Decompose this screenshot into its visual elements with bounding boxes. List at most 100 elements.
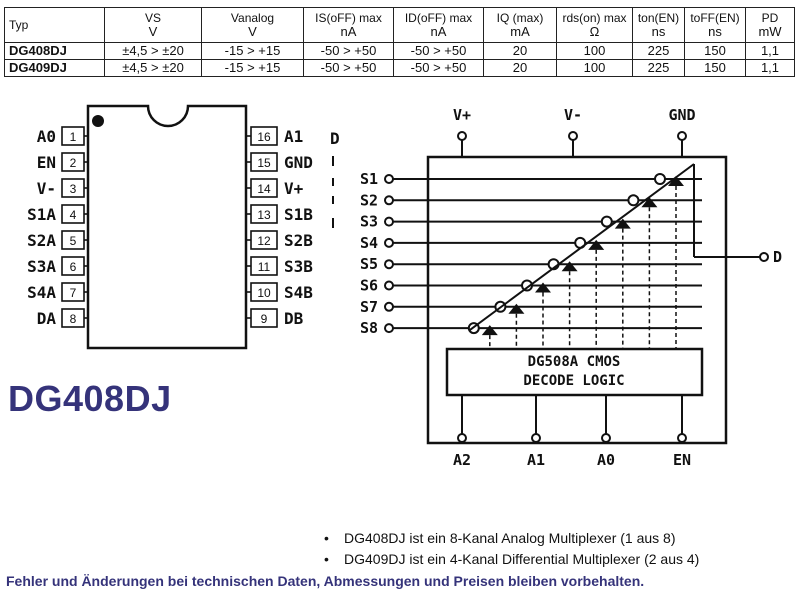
column-header-unit: Ω bbox=[589, 24, 600, 39]
table-cell: -15 > +15 bbox=[201, 59, 304, 77]
top-pin-terminal bbox=[677, 131, 687, 141]
pin-number: 12 bbox=[257, 234, 271, 248]
pin-box bbox=[250, 204, 278, 224]
pin-label: A0 bbox=[37, 127, 56, 146]
pin-number: 2 bbox=[70, 156, 77, 170]
switch-control-triangle bbox=[481, 325, 498, 336]
table-cell: 225 bbox=[632, 42, 685, 60]
table-row: DG409DJ±4,5 > ±20-15 > +15-50 > +50-50 >… bbox=[4, 59, 795, 77]
table-cell: ±4,5 > ±20 bbox=[104, 59, 202, 77]
output-label: D bbox=[773, 248, 782, 266]
pin-label: S3B bbox=[284, 257, 313, 276]
table-cell: 1,1 bbox=[745, 42, 795, 60]
pin-label: DB bbox=[284, 309, 304, 328]
pin-label: DA bbox=[37, 309, 57, 328]
top-pin-label: V+ bbox=[453, 106, 471, 124]
table-cell: 20 bbox=[483, 59, 557, 77]
column-header: Typ bbox=[4, 7, 105, 43]
pin-label: S2A bbox=[27, 231, 56, 250]
column-header-name: toFF(EN) bbox=[690, 11, 740, 25]
column-header: ton(EN)ns bbox=[632, 7, 685, 43]
input-terminal bbox=[384, 280, 394, 291]
pin-label: S2B bbox=[284, 231, 313, 250]
column-header-name: ID(oFF) max bbox=[404, 11, 473, 25]
bottom-pin-terminal bbox=[531, 433, 541, 443]
switch-control-triangle bbox=[561, 261, 578, 272]
decoder-line-1: DG508A CMOS bbox=[528, 354, 621, 370]
table-cell: 100 bbox=[556, 59, 633, 77]
top-pin-label: GND bbox=[668, 106, 695, 124]
input-label: S6 bbox=[360, 277, 378, 295]
pin-number: 11 bbox=[258, 260, 271, 274]
column-header-name: IS(oFF) max bbox=[315, 11, 382, 25]
pin-label: V+ bbox=[284, 179, 304, 198]
pin-label: GND bbox=[284, 153, 313, 172]
input-terminal bbox=[384, 174, 394, 184]
column-header-unit: V bbox=[248, 24, 257, 39]
switch-control-triangle bbox=[641, 197, 658, 208]
switch-control-triangle bbox=[614, 218, 631, 229]
input-label: S2 bbox=[360, 191, 378, 209]
column-header: IQ (max)mA bbox=[483, 7, 557, 43]
pin-number: 14 bbox=[257, 182, 271, 196]
pin-number: 7 bbox=[70, 286, 77, 300]
column-header-name: rds(on) max bbox=[562, 11, 627, 25]
pin-label: S1B bbox=[284, 205, 313, 224]
column-header-name: PD bbox=[761, 11, 779, 25]
switch-diagonal bbox=[469, 163, 695, 331]
pin-label: A1 bbox=[284, 127, 303, 146]
switch-contact bbox=[654, 173, 666, 185]
column-header-unit: nA bbox=[340, 24, 357, 39]
pin-number: 15 bbox=[257, 156, 271, 170]
input-terminal bbox=[384, 216, 394, 227]
table-cell: -50 > +50 bbox=[393, 59, 484, 77]
pin-box bbox=[250, 308, 278, 328]
table-cell: -50 > +50 bbox=[303, 42, 394, 60]
table-cell: -50 > +50 bbox=[303, 59, 394, 77]
spec-table-body: DG408DJ±4,5 > ±20-15 > +15-50 > +50-50 >… bbox=[4, 42, 795, 77]
pin-box bbox=[250, 282, 278, 302]
chip-body bbox=[86, 104, 248, 350]
input-label: S7 bbox=[360, 298, 378, 316]
pin-number: 16 bbox=[257, 130, 271, 144]
column-header-unit: mW bbox=[758, 24, 782, 39]
bottom-pin-label: EN bbox=[673, 451, 691, 469]
input-label: S4 bbox=[360, 234, 378, 252]
column-header-unit: ns bbox=[708, 24, 722, 39]
feature-list: DG408DJ ist ein 8-Kanal Analog Multiplex… bbox=[318, 528, 699, 570]
input-terminal bbox=[384, 301, 394, 312]
table-cell: 225 bbox=[632, 59, 685, 77]
feature-item: DG409DJ ist ein 4-Kanal Differential Mul… bbox=[318, 549, 699, 570]
type-cell: DG409DJ bbox=[4, 59, 105, 77]
top-pin-terminal bbox=[457, 131, 467, 141]
bottom-pin-label: A1 bbox=[527, 451, 545, 469]
pin-label: V- bbox=[37, 179, 56, 198]
input-label: S8 bbox=[360, 319, 378, 337]
pin-number: 10 bbox=[257, 286, 271, 300]
switch-contact bbox=[627, 194, 640, 207]
pin-number: 13 bbox=[257, 208, 271, 222]
top-pin-terminal bbox=[568, 131, 578, 141]
column-header-name: IQ (max) bbox=[496, 11, 544, 25]
decoder-line-2: DECODE LOGIC bbox=[523, 373, 624, 389]
pin-label: S4B bbox=[284, 283, 313, 302]
switch-contact bbox=[521, 279, 533, 292]
table-cell: 100 bbox=[556, 42, 633, 60]
table-cell: 1,1 bbox=[745, 59, 795, 77]
input-terminal bbox=[384, 259, 394, 270]
pin-number: 8 bbox=[70, 312, 77, 326]
pin-label: EN bbox=[37, 153, 56, 172]
pin-label: S3A bbox=[27, 257, 56, 276]
bottom-pin-label: A0 bbox=[597, 451, 615, 469]
switch-control-triangle bbox=[588, 239, 605, 250]
column-header-name: Vanalog bbox=[230, 11, 275, 25]
pin-label: S4A bbox=[27, 283, 56, 302]
pin1-marker-dot bbox=[92, 115, 104, 127]
